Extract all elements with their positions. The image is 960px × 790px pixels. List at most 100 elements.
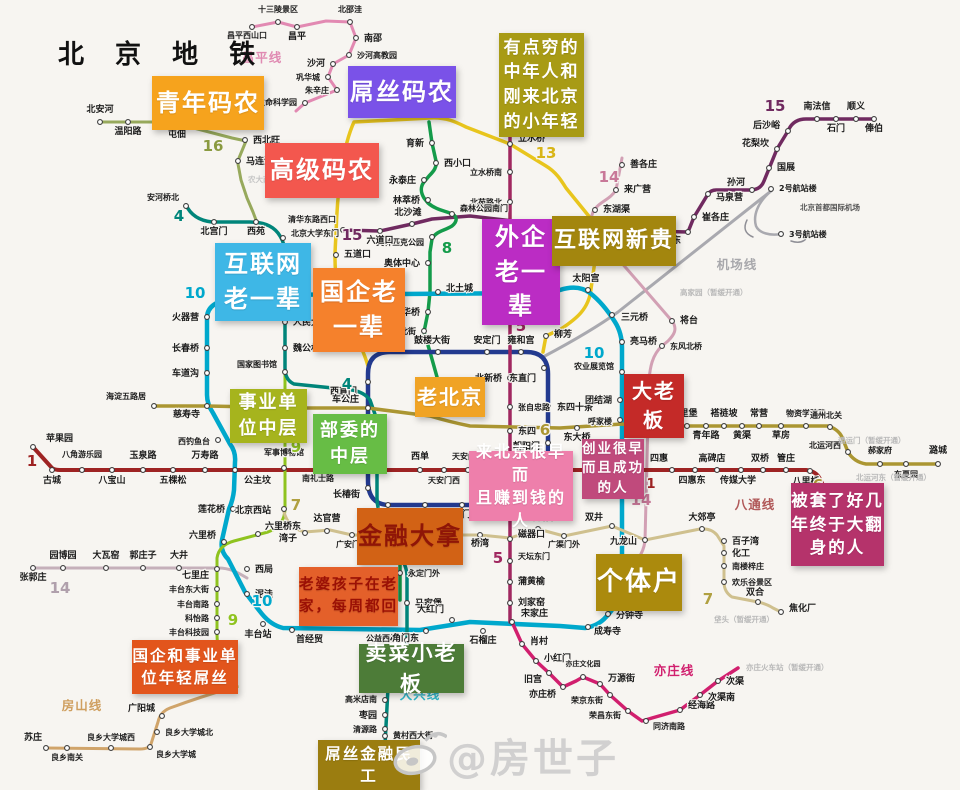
station-dot bbox=[365, 405, 371, 411]
station-label: 黄渠 bbox=[733, 429, 752, 441]
station-label: 北新桥 bbox=[475, 372, 503, 384]
station-dot bbox=[441, 467, 447, 473]
station-dot bbox=[423, 628, 429, 634]
station-label: 宋家庄 bbox=[520, 607, 548, 619]
station-label: 三元桥 bbox=[621, 311, 649, 323]
line-number-badge: 10 bbox=[252, 592, 273, 610]
station-label: 魏公村 bbox=[292, 342, 320, 354]
station-label: 温阳路 bbox=[114, 125, 142, 137]
station-label: 旧宫 bbox=[524, 673, 542, 685]
station-dot bbox=[346, 52, 352, 58]
station-dot bbox=[337, 467, 343, 473]
station-dot bbox=[30, 444, 36, 450]
station-label: 西北旺 bbox=[253, 134, 280, 146]
station-dot bbox=[507, 558, 513, 564]
station-label: 黄村西大街 bbox=[393, 730, 433, 740]
station-label: 屯佃 bbox=[168, 128, 186, 140]
station-dot bbox=[421, 177, 427, 183]
station-dot bbox=[49, 467, 55, 473]
station-label: 化工 bbox=[732, 547, 750, 559]
station-dot bbox=[507, 579, 513, 585]
station-label: 欢乐谷景区 bbox=[731, 577, 772, 587]
station-dot bbox=[151, 403, 157, 409]
metro-line-airport-arrow-2 bbox=[790, 235, 809, 243]
station-dot bbox=[507, 141, 513, 147]
station-label: 车道沟 bbox=[172, 367, 199, 379]
station-dot bbox=[260, 621, 266, 627]
metro-line-fangshan bbox=[44, 684, 239, 751]
station-label: 良乡南关 bbox=[51, 752, 83, 762]
station-dot bbox=[721, 538, 727, 544]
station-dot bbox=[289, 627, 295, 633]
station-label: 刘家窑 bbox=[518, 596, 545, 608]
station-label: 七里庄 bbox=[182, 569, 209, 581]
station-label: 枣园 bbox=[358, 709, 377, 721]
station-label: 首经贸 bbox=[296, 633, 323, 645]
station-label: 后沙峪 bbox=[753, 119, 781, 131]
station-label: 莲花桥 bbox=[198, 503, 226, 515]
station-dot bbox=[739, 423, 745, 429]
station-label: 南楼梓庄 bbox=[732, 561, 764, 571]
station-label: 常营 bbox=[750, 407, 768, 419]
station-label: 南邵 bbox=[364, 32, 382, 44]
station-dot bbox=[140, 565, 146, 571]
station-label: 巩华城 bbox=[296, 72, 320, 82]
station-label: 双井 bbox=[585, 511, 603, 523]
station-label: 苏庄 bbox=[24, 731, 42, 743]
station-label: 亮马桥 bbox=[630, 335, 658, 347]
station-dot bbox=[333, 252, 339, 258]
station-dot bbox=[235, 158, 241, 164]
station-dot bbox=[807, 468, 813, 474]
station-label: 湾子 bbox=[279, 532, 297, 544]
station-dot bbox=[518, 349, 524, 355]
station-label: 草房 bbox=[772, 429, 790, 441]
weibo-eye-icon bbox=[393, 731, 447, 776]
station-label: 东大桥 bbox=[563, 431, 591, 443]
station-dot bbox=[507, 404, 513, 410]
station-dot bbox=[935, 461, 941, 467]
station-label: 永定门外 bbox=[407, 568, 440, 578]
station-dot bbox=[619, 339, 625, 345]
station-dot bbox=[435, 289, 441, 295]
station-label: 百子湾 bbox=[732, 535, 759, 547]
station-dot bbox=[714, 467, 720, 473]
station-label: 天坛东门 bbox=[518, 551, 550, 561]
station-label: 天安门东 bbox=[452, 451, 484, 461]
station-label: 丰台南路 bbox=[177, 599, 210, 609]
station-label: 青年路 bbox=[692, 429, 720, 441]
station-dot bbox=[484, 349, 490, 355]
station-label: 宣武门 bbox=[374, 508, 401, 520]
station-dot bbox=[507, 199, 513, 205]
line-number-badge: 6 bbox=[813, 476, 823, 494]
station-label: 苹果园 bbox=[46, 432, 73, 444]
station-label: 沙河高教园 bbox=[357, 50, 397, 60]
station-label: 广安门内 bbox=[336, 539, 368, 549]
station-dot bbox=[177, 121, 183, 127]
station-dot bbox=[903, 461, 909, 467]
station-dot bbox=[545, 440, 551, 446]
station-dot bbox=[877, 461, 883, 467]
station-dot bbox=[429, 234, 435, 240]
station-label: 西单 bbox=[411, 450, 429, 462]
station-dot bbox=[214, 629, 220, 635]
station-dot bbox=[382, 697, 388, 703]
station-dot bbox=[275, 19, 281, 25]
station-label: 军事博物馆 bbox=[264, 447, 304, 457]
station-dot bbox=[561, 533, 567, 539]
station-label: 良乡大学城北 bbox=[165, 727, 213, 737]
station-dot bbox=[382, 712, 388, 718]
line-number-badge: 4 bbox=[174, 207, 184, 225]
station-label: 望京西 bbox=[561, 222, 588, 234]
station-label: 石榴庄 bbox=[468, 634, 496, 646]
station-dot bbox=[703, 423, 709, 429]
station-label: 长春桥 bbox=[172, 342, 200, 354]
station-label: 森林公园南门 bbox=[460, 203, 508, 213]
station-label: 安华桥 bbox=[393, 306, 421, 318]
station-dot bbox=[214, 586, 220, 592]
station-dot bbox=[324, 528, 330, 534]
station-dot bbox=[871, 116, 877, 122]
station-dot bbox=[721, 563, 727, 569]
station-dot bbox=[669, 467, 675, 473]
station-dot bbox=[617, 397, 623, 403]
station-label: 西钓鱼台 bbox=[178, 436, 210, 446]
